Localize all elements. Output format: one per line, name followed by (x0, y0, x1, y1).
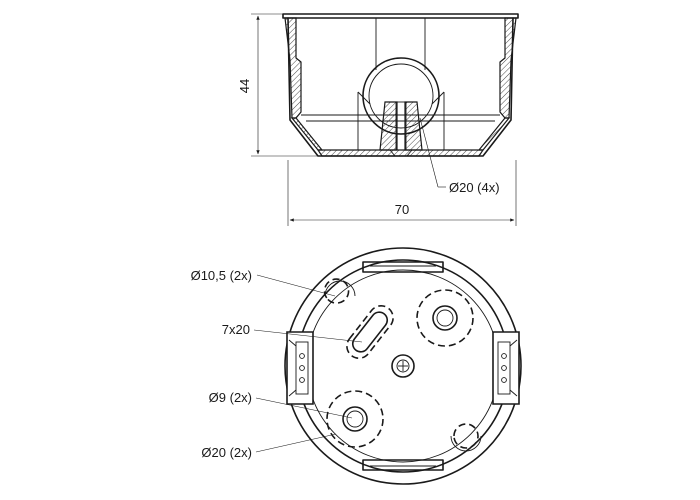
inner-wall-left (295, 18, 302, 112)
label-knockout-small: Ø10,5 (2x) (191, 268, 252, 283)
leader-knockout-9: Ø9 (2x) (209, 390, 353, 419)
knockout-inner (368, 63, 434, 129)
left-wall-lower (290, 117, 324, 151)
floor-section (316, 149, 485, 157)
central-boss (379, 101, 398, 151)
center-boss (391, 354, 415, 378)
dim-height-label: 44 (237, 79, 252, 93)
right-clip-detail (497, 339, 518, 397)
leader-slot: 7x20 (222, 322, 363, 343)
box-rim (282, 13, 519, 19)
left-clip-detail (288, 339, 309, 397)
bottom-clip (362, 459, 444, 471)
leader-knockout-20: Ø20 (2x) (201, 433, 337, 460)
knockout-20-top (416, 289, 474, 347)
boss-stem (395, 101, 407, 151)
dimension-width: 70 (287, 160, 517, 226)
top-clip (362, 261, 444, 273)
knockout-10-5-bottom (450, 423, 482, 452)
floor-notch (389, 149, 413, 157)
top-view: Ø10,5 (2x) 7x20 Ø9 (2x) Ø20 (2x) (191, 247, 522, 485)
slot-7x20 (346, 305, 394, 359)
knockout-outer (362, 57, 440, 135)
knockout-10-5-top (323, 278, 356, 304)
left-wall-section (284, 17, 302, 119)
hole-label: Ø20 (4x) (449, 180, 500, 195)
right-wall-section (499, 17, 517, 119)
floor-outline (287, 17, 514, 157)
right-wall-lower (477, 117, 511, 151)
label-slot: 7x20 (222, 322, 250, 337)
inner-wall-right (499, 18, 506, 112)
dimension-height: 44 (237, 13, 318, 157)
boss-sides (357, 91, 445, 150)
body-outer (284, 247, 522, 485)
leader-hole: Ø20 (4x) (419, 117, 500, 195)
label-knockout-9: Ø9 (2x) (209, 390, 252, 405)
side-section-view: 44 70 Ø20 (4x) (237, 13, 519, 226)
knockout-20-bottom (326, 390, 384, 448)
label-knockout-20: Ø20 (2x) (201, 445, 252, 460)
dim-width-label: 70 (395, 202, 409, 217)
leader-knockout-small: Ø10,5 (2x) (191, 268, 336, 297)
central-boss-2 (404, 101, 423, 151)
